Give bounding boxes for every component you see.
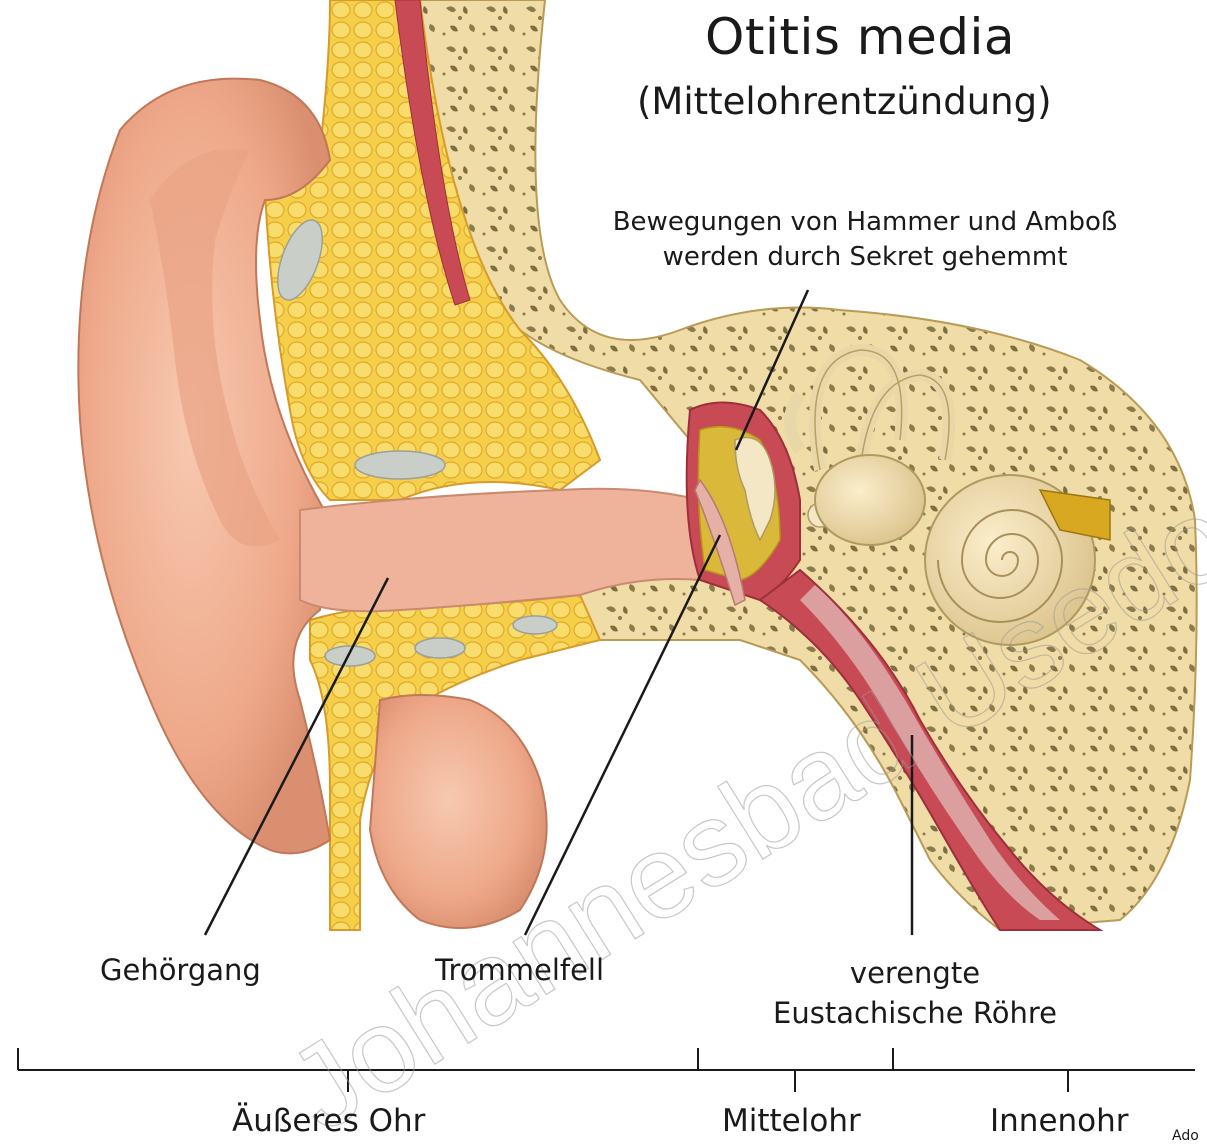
region-outer-ear: Äußeres Ohr [232, 1103, 425, 1139]
label-eustachian-tube: verengte Eustachische Röhre [770, 953, 1060, 1033]
cartilage-piece [325, 646, 375, 666]
ossicles-annotation: Bewegungen von Hammer und Amboß werden d… [566, 205, 1164, 275]
region-scale-bar [18, 1048, 1195, 1092]
label-eustachian-tube-line2: Eustachische Röhre [770, 993, 1060, 1033]
region-middle-ear: Mittelohr [722, 1103, 861, 1139]
vestibule [815, 455, 925, 545]
region-inner-ear: Innenohr [990, 1103, 1129, 1139]
page-title: Otitis media [705, 8, 1015, 66]
ossicles-annotation-line2: werden durch Sekret gehemmt [566, 240, 1164, 275]
cartilage-piece [355, 451, 445, 479]
label-ear-canal: Gehörgang [100, 953, 261, 987]
earlobe [370, 695, 547, 928]
label-eustachian-tube-line1: verengte [770, 953, 1060, 993]
cartilage-piece [513, 616, 557, 634]
label-eardrum: Trommelfell [435, 953, 604, 987]
page-subtitle: (Mittelohrentzündung) [637, 80, 1052, 123]
cartilage-piece [415, 638, 465, 658]
ossicles-annotation-line1: Bewegungen von Hammer und Amboß [566, 205, 1164, 240]
credit-text: Ado [1172, 1128, 1199, 1144]
